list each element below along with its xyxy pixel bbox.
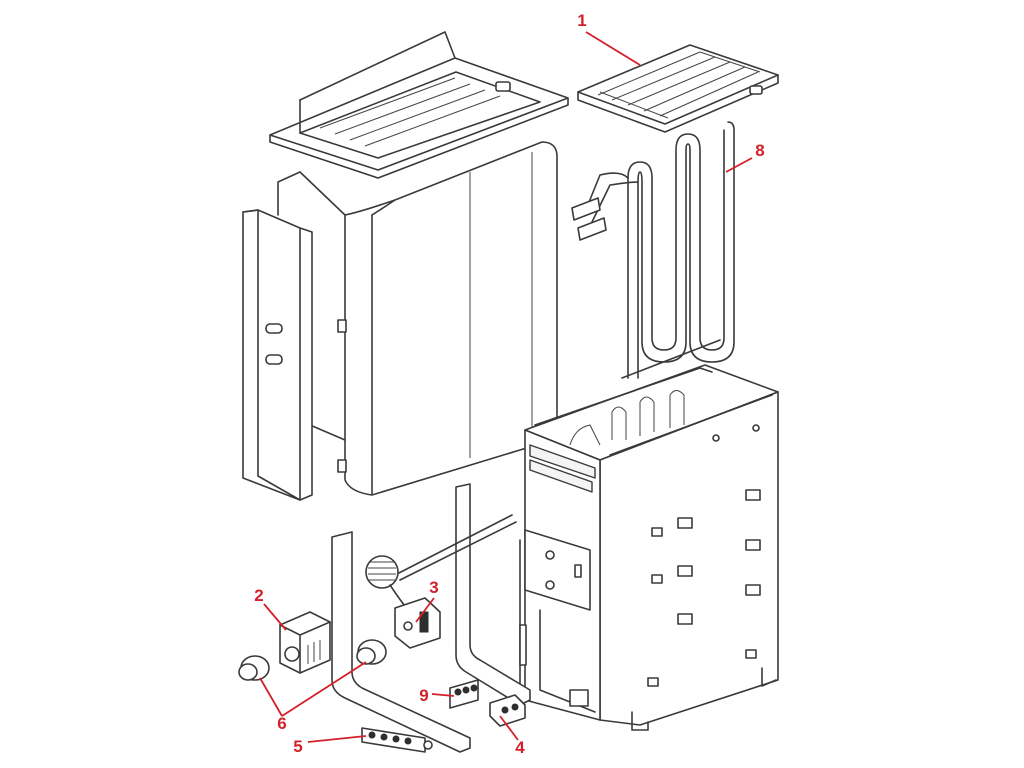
callout-2: 2	[254, 586, 263, 605]
callout-labels: 1 2 3 4 5 6 8 9	[254, 11, 764, 757]
leader-6b	[281, 661, 367, 717]
callout-4: 4	[515, 738, 525, 757]
thermostat	[365, 514, 517, 649]
leader-4	[499, 715, 519, 741]
rails	[331, 483, 531, 753]
leader-2	[263, 603, 287, 631]
leader-8	[725, 157, 753, 173]
clamp	[489, 694, 526, 727]
leader-3	[415, 597, 435, 623]
heater-body	[519, 364, 779, 731]
top-frame	[269, 31, 569, 179]
side-slots	[647, 424, 761, 687]
leader-6a	[259, 677, 283, 717]
side-panel	[242, 209, 313, 501]
leader-5	[307, 735, 367, 743]
callout-1: 1	[577, 11, 586, 30]
callout-6: 6	[277, 714, 286, 733]
leader-1	[585, 31, 641, 66]
callout-8: 8	[755, 141, 764, 160]
outer-casing	[242, 31, 569, 501]
terminal-strip	[361, 727, 433, 753]
callout-leaders	[259, 31, 753, 743]
relay	[279, 611, 331, 674]
callout-3: 3	[429, 578, 438, 597]
stone-grid	[577, 44, 779, 133]
knobs	[238, 639, 387, 681]
callout-9: 9	[419, 686, 428, 705]
callout-5: 5	[293, 737, 302, 756]
heating-elements	[571, 121, 735, 379]
leader-9	[431, 693, 455, 697]
terminal-block	[449, 679, 479, 709]
